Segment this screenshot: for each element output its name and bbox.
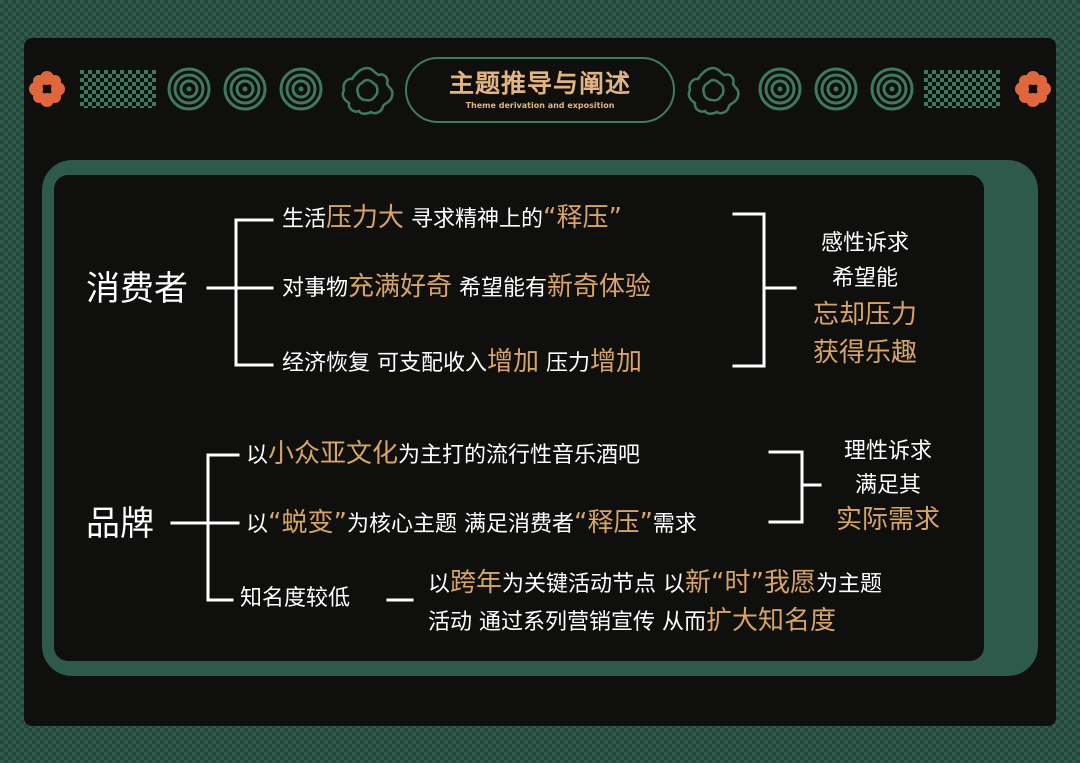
brand-bracket	[170, 453, 240, 602]
brand-extra-line-1: 以跨年为关键活动节点 以新“时”我愿为主题	[428, 570, 882, 596]
brand-extra-2-highlight-1: 扩大知名度	[706, 606, 837, 636]
scallop-flower-icon-right	[687, 66, 740, 115]
brand-row-1-text-1: 以	[246, 443, 269, 468]
consumer-result-bracket	[732, 212, 797, 368]
ring-icon	[279, 67, 323, 111]
consumer-result-line-4: 获得乐趣	[812, 338, 917, 368]
page-subtitle: Theme derivation and exposition	[465, 101, 615, 110]
consumer-row-2-text-1: 对事物	[282, 276, 349, 301]
consumer-result-line-2: 希望能	[831, 266, 898, 291]
consumer-row-2-highlight-1: 充满好奇	[348, 272, 453, 302]
brand-row-3-text-1: 知名度较低	[240, 586, 351, 611]
page-title: 主题推导与阐述	[448, 69, 631, 98]
consumer-row-2: 对事物充满好奇 希望能有新奇体验	[282, 274, 651, 300]
ring-icon	[758, 67, 802, 111]
brand-label: 品牌	[86, 504, 154, 544]
consumer-row-2-text-2: 希望能有	[452, 276, 548, 301]
brand-extra-1-text-2: 为关键活动节点 以	[502, 572, 686, 597]
flower-icon-left	[29, 71, 65, 107]
brand-extra-1-highlight-1: 跨年	[450, 568, 503, 598]
brand-row-3: 知名度较低	[240, 588, 350, 610]
ring-icon	[814, 67, 858, 111]
consumer-row-3-highlight-2: 增加	[590, 347, 643, 377]
consumer-row-2-highlight-2: 新奇体验	[547, 272, 652, 302]
brand-result-bracket	[768, 450, 822, 524]
consumer-row-1-text-2: 寻求精神上的	[404, 207, 544, 232]
brand-extra-2-text-1: 活动 通过系列营销宣传 从而	[428, 610, 706, 635]
consumer-row-3-text-1: 经济恢复 可支配收入	[282, 351, 487, 376]
brand-row-2-text-2: 为核心主题 满足消费者	[346, 512, 574, 537]
consumer-row-3: 经济恢复 可支配收入增加 压力增加	[282, 349, 642, 375]
brand-row-2-text-3: 需求	[652, 512, 697, 537]
consumer-row-3-text-2: 压力	[539, 351, 591, 376]
brand-result-line-2: 满足其	[854, 473, 921, 498]
consumer-row-1: 生活压力大 寻求精神上的“释压”	[282, 205, 622, 231]
brand-extra-1-text-3: 为主题	[815, 572, 882, 597]
brand-row-1-highlight-1: 小众亚文化	[268, 439, 399, 469]
scallop-flower-icon-left	[341, 66, 394, 115]
consumer-row-1-highlight-2: “释压”	[543, 203, 622, 233]
ring-icon	[870, 67, 914, 111]
brand-extra-line-2: 活动 通过系列营销宣传 从而扩大知名度	[428, 608, 836, 634]
checker-pattern-right	[924, 70, 1000, 108]
title-pill: 主题推导与阐述 Theme derivation and exposition	[405, 57, 675, 123]
ring-icon	[223, 67, 267, 111]
brand-row-2-highlight-1: “蜕变”	[268, 508, 347, 538]
consumer-row-1-text-1: 生活	[282, 207, 327, 232]
brand-row-2: 以“蜕变”为核心主题 满足消费者“释压”需求	[246, 510, 697, 536]
brand-row-1: 以小众亚文化为主打的流行性音乐酒吧	[246, 441, 640, 467]
brand-extra-1-text-1: 以	[428, 572, 451, 597]
brand-result-line-3: 实际需求	[835, 505, 940, 535]
ring-icon	[167, 67, 211, 111]
consumer-row-3-highlight-1: 增加	[487, 347, 540, 377]
consumer-result-line-1: 感性诉求	[820, 231, 909, 256]
consumer-result-line-3: 忘却压力	[812, 300, 917, 330]
flower-icon-right	[1015, 71, 1051, 107]
consumer-row-1-highlight-1: 压力大	[326, 203, 405, 233]
consumer-label: 消费者	[86, 269, 188, 309]
consumer-bracket	[206, 218, 274, 367]
brand-extra-1-highlight-2: 新“时”我愿	[685, 568, 816, 598]
brand-row-2-text-1: 以	[246, 512, 269, 537]
brand-row-1-text-2: 为主打的流行性音乐酒吧	[398, 443, 641, 468]
brand-result-line-1: 理性诉求	[843, 439, 932, 464]
brand-row-2-highlight-2: “释压”	[573, 508, 653, 538]
checker-pattern-left	[80, 70, 156, 108]
